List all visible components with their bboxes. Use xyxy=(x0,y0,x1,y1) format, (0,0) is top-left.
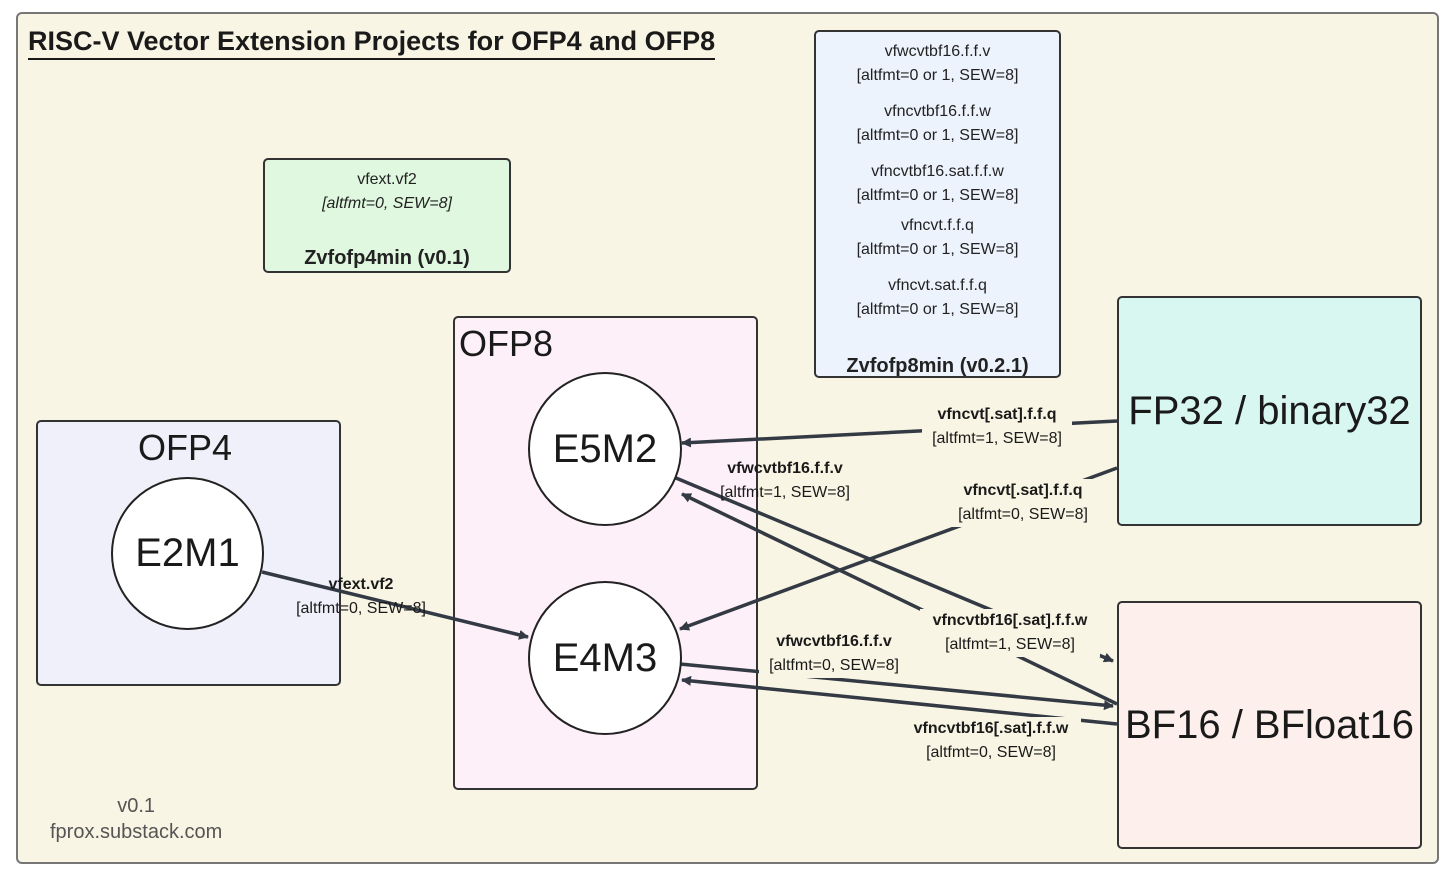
edge-label-e5m2-bf16: vfwcvtbf16.f.f.v [altfmt=1, SEW=8] xyxy=(710,457,860,505)
zvfofp8min-args-0: [altfmt=0 or 1, SEW=8] xyxy=(856,67,1019,84)
footer: v0.1 fprox.substack.com xyxy=(50,793,222,845)
edge-label-fp32-e4m3: vfncvt[.sat].f.f.q [altfmt=0, SEW=8] xyxy=(948,479,1098,527)
node-e2m1-label: E2M1 xyxy=(135,531,240,575)
edge-e4m3-bf16 xyxy=(679,662,1114,711)
edge-args: [altfmt=0, SEW=8] xyxy=(769,657,899,674)
edge-args: [altfmt=1, SEW=8] xyxy=(932,430,1062,447)
edge-label-bf16-e5m2: vfncvtbf16[.sat].f.f.w [altfmt=1, SEW=8] xyxy=(920,609,1100,657)
zvfofp4min-box: vfext.vf2 [altfmt=0, SEW=8] Zvfofp4min (… xyxy=(263,158,511,273)
footer-version: v0.1 xyxy=(117,795,156,817)
edge-e2m1-e4m3 xyxy=(261,570,529,640)
edge-label-e2m1-e4m3: vfext.vf2 [altfmt=0, SEW=8] xyxy=(286,573,436,621)
edge-args: [altfmt=0, SEW=8] xyxy=(296,600,426,617)
node-e5m2-label: E5M2 xyxy=(552,426,658,471)
footer-site: fprox.substack.com xyxy=(50,821,223,843)
edge-label-bf16-e4m3: vfncvtbf16[.sat].f.f.w [altfmt=0, SEW=8] xyxy=(901,717,1081,765)
zvfofp8min-op-3: vfncvt.f.f.q xyxy=(901,217,974,234)
fp32-label: FP32 / binary32 xyxy=(1128,388,1411,433)
edge-op: vfncvtbf16[.sat].f.f.w xyxy=(913,720,1069,737)
zvfofp8min-op-4: vfncvt.sat.f.f.q xyxy=(888,277,987,294)
zvfofp4min-args-0: [altfmt=0, SEW=8] xyxy=(322,195,452,212)
edge-label-e4m3-bf16: vfwcvtbf16.f.f.v [altfmt=0, SEW=8] xyxy=(759,630,909,678)
edge-bf16-e4m3 xyxy=(681,675,1118,726)
edge-op: vfncvt[.sat].f.f.q xyxy=(963,482,1083,499)
edge-label-fp32-e5m2: vfncvt[.sat].f.f.q [altfmt=1, SEW=8] xyxy=(922,403,1072,451)
edge-op: vfwcvtbf16.f.f.v xyxy=(727,460,843,477)
zvfofp8min-args-1: [altfmt=0 or 1, SEW=8] xyxy=(856,127,1019,144)
node-e4m3-label: E4M3 xyxy=(552,635,658,680)
zvfofp8min-op-1: vfncvtbf16.f.f.w xyxy=(884,103,991,120)
node-e4m3: E4M3 xyxy=(528,581,682,735)
zvfofp8min-args-3: [altfmt=0 or 1, SEW=8] xyxy=(856,241,1019,258)
zvfofp8min-name: Zvfofp8min (v0.2.1) xyxy=(846,355,1029,377)
ofp8-label: OFP8 xyxy=(459,323,554,364)
zvfofp4min-op-0: vfext.vf2 xyxy=(357,171,417,188)
edge-args: [altfmt=1, SEW=8] xyxy=(720,484,850,501)
edge-op: vfwcvtbf16.f.f.v xyxy=(776,633,892,650)
zvfofp8min-args-2: [altfmt=0 or 1, SEW=8] xyxy=(856,187,1019,204)
bf16-label: BF16 / BFloat16 xyxy=(1124,702,1415,747)
zvfofp8min-args-4: [altfmt=0 or 1, SEW=8] xyxy=(856,301,1019,318)
diagram-title: RISC-V Vector Extension Projects for OFP… xyxy=(28,26,716,61)
edge-args: [altfmt=1, SEW=8] xyxy=(945,636,1075,653)
edge-op: vfncvt[.sat].f.f.q xyxy=(937,406,1057,423)
ofp4-label: OFP4 xyxy=(138,427,233,468)
zvfofp8min-op-0: vfwcvtbf16.f.f.v xyxy=(884,43,991,60)
edge-args: [altfmt=0, SEW=8] xyxy=(926,744,1056,761)
edge-args: [altfmt=0, SEW=8] xyxy=(958,506,1088,523)
zvfofp4min-name: Zvfofp4min (v0.1) xyxy=(304,247,470,269)
fp32-box: FP32 / binary32 xyxy=(1117,296,1422,526)
node-e5m2: E5M2 xyxy=(528,372,682,526)
zvfofp8min-op-2: vfncvtbf16.sat.f.f.w xyxy=(871,163,1004,180)
edge-op: vfncvtbf16[.sat].f.f.w xyxy=(932,612,1088,629)
bf16-box: BF16 / BFloat16 xyxy=(1117,601,1422,849)
zvfofp8min-box: vfwcvtbf16.f.f.v [altfmt=0 or 1, SEW=8] … xyxy=(814,30,1061,378)
edge-bf16-e5m2 xyxy=(681,492,1118,706)
node-e2m1: E2M1 xyxy=(111,477,264,630)
edge-op: vfext.vf2 xyxy=(328,576,394,593)
